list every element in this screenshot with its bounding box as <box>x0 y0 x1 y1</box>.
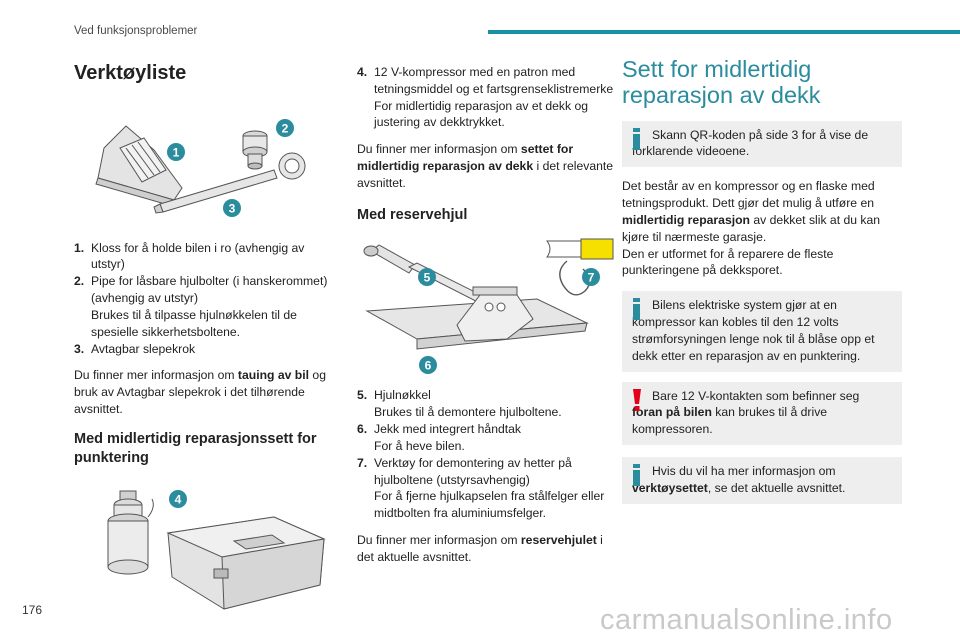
spare-wheel-tools-illustration: 5 6 7 <box>363 238 614 375</box>
svg-text:6: 6 <box>425 359 432 373</box>
kit-description-paragraph: Det består av en kompressor og en flaske… <box>622 179 881 278</box>
info-icon <box>633 464 640 487</box>
repair-kit-info-paragraph: Du finner mer informasjon om settet for … <box>357 142 614 190</box>
list-item: 2. Pipe for låsbare hjulbolter (i hanske… <box>74 274 328 339</box>
info-note-electrical: Bilens elektriske system gjør at en komp… <box>622 291 902 372</box>
callout-4: 4 <box>169 490 187 508</box>
info-note-toolkit: Hvis du vil ha mer informasjon om verktø… <box>622 457 902 504</box>
warning-note-socket: Bare 12 V-kontakten som befinner seg for… <box>622 381 902 446</box>
kit-list: 4. 12 V-kompressor med en patron med tet… <box>357 64 619 131</box>
header-accent-bar <box>488 30 960 34</box>
spare-wheel-subtitle: Med reservehjul <box>357 206 468 223</box>
repair-kit-subtitle: Med midlertidig reparasjonssett for punk… <box>74 430 317 467</box>
towing-info-paragraph: Du finner mer informasjon om tauing av b… <box>74 368 326 417</box>
page-number: 176 <box>22 603 43 617</box>
callout-1: 1 <box>167 142 185 161</box>
right-column: Sett for midlertidig reparasjon av dekk … <box>622 56 902 504</box>
sealant-bottle-drawing <box>107 490 154 575</box>
callout-3: 3 <box>223 198 241 217</box>
svg-text:4: 4 <box>175 493 182 507</box>
info-icon <box>633 298 640 321</box>
info-icon <box>633 127 640 150</box>
tool-illustration: 1 2 3 <box>95 118 306 217</box>
spare-wheel-list: 5. Hjulnøkkel Brukes til å demontere hju… <box>357 387 619 522</box>
callout-2: 2 <box>276 118 294 137</box>
cap-removal-tool-drawing <box>546 238 614 296</box>
list-item: 6. Jekk med integrert håndtak For å heve… <box>357 422 522 453</box>
list-item: 1. Kloss for å holde bilen i ro (avhengi… <box>74 240 305 272</box>
compressor-drawing <box>166 516 326 610</box>
wheel-chock-drawing <box>95 124 183 207</box>
list-item: 4. 12 V-kompressor med en patron med tet… <box>357 65 614 130</box>
repair-kit-illustration: 4 <box>107 490 326 610</box>
svg-text:5: 5 <box>424 271 431 285</box>
svg-text:1: 1 <box>173 145 180 159</box>
callout-5: 5 <box>418 268 436 287</box>
jack-drawing <box>365 286 589 350</box>
watermark: carmanualsonline.info <box>600 604 893 636</box>
info-note-qr: Skann QR-koden på side 3 for å vise de f… <box>622 120 902 168</box>
header-section-title: Ved funksjonsproblemer <box>74 25 198 37</box>
list-item: 5. Hjulnøkkel Brukes til å demontere hju… <box>357 388 562 420</box>
svg-text:2: 2 <box>282 121 289 135</box>
left-column: Verktøyliste 1 <box>74 56 336 617</box>
socket-drawing <box>242 130 268 170</box>
list-item: 3. Avtagbar slepekrok <box>74 341 196 356</box>
tool-list: 1. Kloss for å holde bilen i ro (avhengi… <box>74 240 336 358</box>
middle-column: 4. 12 V-kompressor med en patron med tet… <box>357 56 619 566</box>
list-item: 7. Verktøy for demontering av hetter på … <box>357 455 605 521</box>
callout-7: 7 <box>582 268 600 287</box>
tool-list-title: Verktøyliste <box>74 62 187 84</box>
spare-wheel-info-paragraph: Du finner mer informasjon om reservehjul… <box>357 532 603 564</box>
svg-text:3: 3 <box>229 201 236 215</box>
repair-kit-section-title: Sett for midlertidig reparasjon av dekk <box>622 56 821 109</box>
callout-6: 6 <box>419 356 437 375</box>
svg-text:7: 7 <box>588 271 595 285</box>
warning-icon <box>633 388 641 411</box>
towing-eye-drawing <box>153 152 306 214</box>
